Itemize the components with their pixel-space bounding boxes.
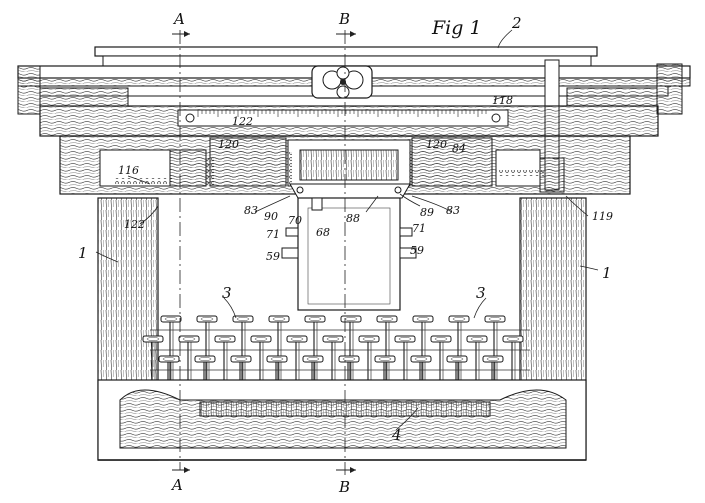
numeral-1-left: 1 [78, 244, 88, 262]
key-lever [268, 315, 290, 384]
key-lever [286, 335, 308, 384]
key-lever [376, 315, 398, 384]
numeral-71-left: 71 [266, 228, 280, 241]
key-lever [448, 315, 470, 384]
numeral-90: 90 [264, 210, 278, 223]
numeral-59-left: 59 [266, 250, 280, 263]
platen-knob [311, 65, 373, 99]
keyboard [142, 315, 530, 384]
key-lever [232, 315, 254, 384]
numeral-3-right: 3 [476, 284, 486, 302]
key-lever [430, 335, 452, 384]
numeral-83-left: 83 [244, 204, 258, 217]
key-lever [358, 335, 380, 384]
carriage-windows [99, 137, 544, 187]
numeral-3-left: 3 [222, 284, 232, 302]
key-lever [178, 335, 200, 384]
numeral-89: 89 [420, 206, 434, 219]
key-lever [322, 335, 344, 384]
section-a-bottom: A [170, 476, 183, 494]
scale-ticks [197, 110, 487, 117]
base [97, 379, 587, 461]
numeral-118: 118 [492, 94, 513, 107]
key-lever [394, 335, 416, 384]
numeral-88: 88 [346, 212, 360, 225]
figure-title: Fig 1 [431, 17, 482, 39]
section-line-b [336, 30, 356, 475]
thumb-screws [281, 197, 417, 259]
numeral-122-bottom: 122 [124, 218, 145, 231]
numeral-4: 4 [391, 426, 402, 444]
numeral-120-left: 120 [218, 138, 239, 151]
numeral-70: 70 [288, 214, 302, 227]
key-lever [196, 315, 218, 384]
numeral-120-right: 120 [426, 138, 447, 151]
section-b-top: B [338, 10, 350, 28]
numeral-59-right: 59 [410, 244, 424, 257]
numeral-71-right: 71 [412, 222, 426, 235]
paper-table [297, 197, 401, 311]
key-lever [214, 335, 236, 384]
key-lever [466, 335, 488, 384]
numeral-2: 2 [511, 14, 522, 32]
key-lever [304, 315, 326, 384]
section-a-top: A [172, 10, 185, 28]
labels: Fig 1 A B A B 2 118 122 116 120 120 84 1… [78, 10, 613, 496]
key-lever [250, 335, 272, 384]
numeral-84: 84 [452, 142, 466, 155]
section-b-bottom: B [338, 478, 350, 496]
key-lever [160, 315, 182, 384]
numeral-119: 119 [592, 210, 613, 223]
numeral-1-right: 1 [602, 264, 612, 282]
numeral-83-right: 83 [446, 204, 460, 217]
numeral-68: 68 [316, 226, 330, 239]
key-lever [502, 335, 524, 384]
key-lever [142, 335, 164, 384]
key-lever [446, 355, 468, 384]
numeral-116: 116 [118, 164, 139, 177]
section-line-a [172, 30, 190, 473]
leader-lines [95, 29, 599, 431]
key-lever [484, 315, 506, 384]
key-lever [412, 315, 434, 384]
pointer-plate [289, 183, 411, 199]
numeral-122-top: 122 [232, 115, 253, 128]
key-lever [340, 315, 362, 384]
